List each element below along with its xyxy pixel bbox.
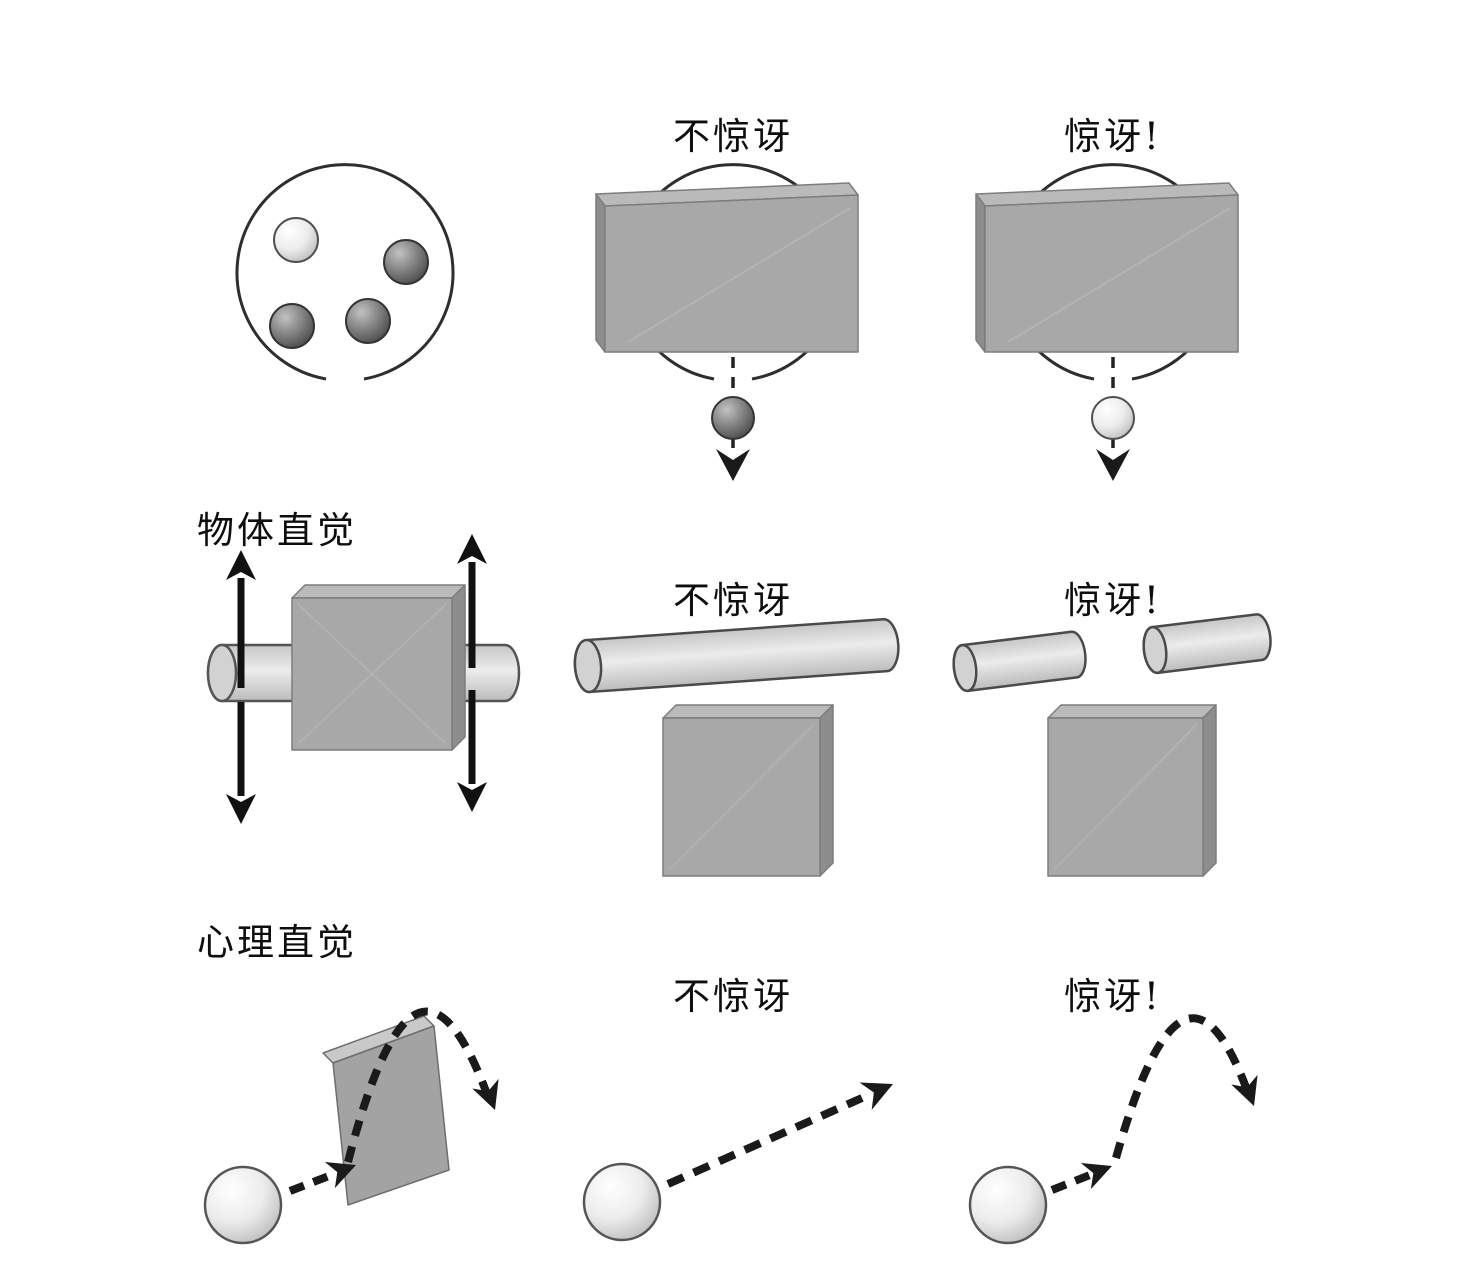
straight-path-dashes — [666, 1094, 864, 1188]
straight-path-outcome — [582, 1082, 893, 1242]
down-arrowhead-icon — [1096, 449, 1130, 481]
rod-piece-left — [952, 630, 1087, 693]
rod-body — [573, 618, 900, 694]
urn-circle — [235, 163, 455, 381]
block — [662, 704, 834, 877]
up-arrowhead-icon — [226, 550, 256, 580]
row2-surprised-label: 惊讶! — [1064, 579, 1162, 622]
expected-draw-scene — [595, 163, 859, 481]
psychology-intuition-row — [203, 1007, 1258, 1245]
box-sheen — [297, 603, 447, 745]
down-arrowhead-icon — [457, 782, 487, 812]
block-with-rod-scene — [206, 534, 521, 824]
right-arrowhead-icon — [1080, 1162, 1112, 1190]
box-front-face — [604, 194, 859, 353]
dark-ball — [345, 298, 391, 344]
down-arrowhead-icon — [226, 794, 256, 824]
rod-end-cap — [952, 643, 978, 693]
broken-rod-outcome — [952, 613, 1272, 877]
box-right-face — [1202, 704, 1217, 877]
rod-piece-right — [1142, 613, 1272, 675]
jump-arc-dashes — [344, 1007, 491, 1163]
approach-arrow-dashes — [288, 1170, 336, 1195]
approach-arrow — [1050, 1162, 1112, 1194]
approach-arrow — [288, 1161, 356, 1195]
object-intuition-row — [206, 534, 1272, 877]
sampling-intuition-row — [235, 163, 1239, 481]
urn-with-balls — [235, 163, 455, 381]
psychology-intuition-section-label: 心理直觉 — [197, 921, 357, 964]
intact-rod-outcome — [573, 618, 900, 877]
box-front-face — [984, 194, 1239, 353]
wall-front-face — [332, 1025, 450, 1206]
box-right-face — [451, 584, 466, 751]
object-intuition-section-label: 物体直觉 — [197, 509, 357, 552]
drawn-dark-ball — [711, 396, 755, 440]
approach-arrow-dashes — [1050, 1171, 1092, 1194]
block — [291, 584, 466, 751]
row1-surprised-label: 惊讶! — [1064, 115, 1162, 158]
row2-not-surprised-label: 不惊讶 — [673, 579, 793, 622]
jump-arc-arrow — [344, 1007, 499, 1163]
box-left-face — [595, 193, 606, 353]
up-right-arrowhead-icon — [859, 1082, 893, 1110]
dark-ball — [383, 239, 429, 285]
rod-end-cap — [1142, 625, 1168, 675]
box-top-face — [291, 584, 466, 599]
motion-arrows — [226, 534, 487, 824]
block — [1047, 704, 1217, 877]
box-sheen — [627, 207, 851, 343]
up-arrowhead-icon — [457, 534, 487, 564]
agent-ball — [582, 1162, 662, 1242]
rod-end-cap — [573, 638, 603, 694]
agent-ball — [203, 1165, 283, 1245]
down-right-arrowhead-icon — [1231, 1074, 1258, 1106]
rod — [573, 618, 900, 694]
jump-arc-arrow — [1112, 1014, 1258, 1160]
agent-ball — [968, 1165, 1048, 1245]
box-sheen — [1007, 207, 1231, 343]
drawn-light-ball — [1091, 396, 1135, 440]
jump-arc-dashes — [1112, 1014, 1251, 1160]
right-arrowhead-icon — [324, 1161, 356, 1189]
box-top-face — [1047, 704, 1217, 719]
box-sheen — [668, 723, 815, 871]
down-arrowhead-icon — [716, 449, 750, 481]
box-right-face — [819, 704, 834, 877]
surprising-draw-scene — [975, 163, 1239, 481]
row1-not-surprised-label: 不惊讶 — [673, 115, 793, 158]
jump-path-outcome — [968, 1014, 1258, 1245]
occluder-box — [595, 182, 859, 353]
agent-barrier-scene — [203, 1007, 499, 1245]
box-front-face — [662, 717, 821, 877]
box-front-face — [291, 597, 453, 751]
down-right-arrowhead-icon — [472, 1078, 499, 1110]
row3-surprised-label: 惊讶! — [1064, 975, 1162, 1018]
rod-end-cap — [206, 643, 238, 703]
box-sheen — [1053, 723, 1198, 871]
box-top-face — [662, 704, 834, 719]
occluder-box — [975, 182, 1239, 353]
box-front-face — [1047, 717, 1204, 877]
barrier-wall — [322, 1015, 450, 1206]
box-left-face — [975, 193, 986, 353]
box-sheen — [297, 603, 447, 745]
light-ball — [273, 217, 319, 263]
row3-not-surprised-label: 不惊讶 — [673, 975, 793, 1018]
dark-ball — [269, 303, 315, 349]
